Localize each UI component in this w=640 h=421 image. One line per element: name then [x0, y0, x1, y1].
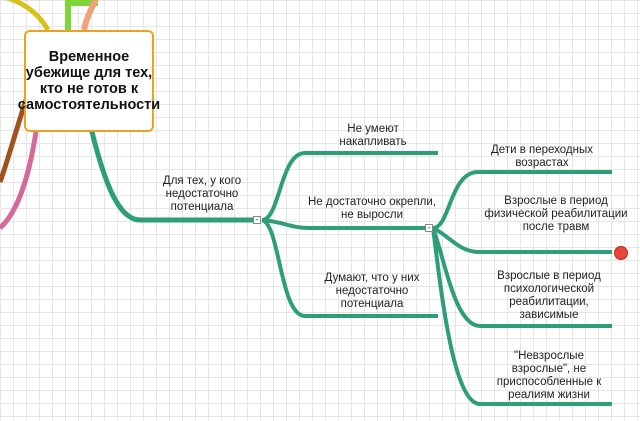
child-label-1[interactable]: Не умеют накапливать: [339, 123, 407, 148]
connector-sub-1: [432, 170, 612, 230]
connector-child-3: [260, 218, 438, 318]
connector-child-1: [261, 151, 438, 222]
collapse-toggle-sub-branch[interactable]: -: [425, 223, 433, 232]
branch-main: [89, 129, 261, 223]
connector-child-2: [261, 218, 425, 230]
red-marker-dot: [614, 246, 628, 260]
collapse-toggle-branch[interactable]: -: [253, 215, 261, 224]
connector-sub-2: [432, 226, 612, 254]
sub-label-1[interactable]: Дети в переходных возрастах: [491, 144, 593, 169]
sub-label-3[interactable]: Взрослые в период психологической реабил…: [497, 270, 601, 321]
connector-sub-3: [431, 227, 612, 328]
child-label-3[interactable]: Думают, что у них недостаточно потенциал…: [324, 272, 420, 310]
branch-yellow: [5, 0, 51, 32]
connector-sub-4: [431, 227, 612, 406]
sub-label-4[interactable]: "Невзрослые взрослые", не приспособленны…: [496, 350, 602, 401]
branch-brown: [0, 99, 29, 183]
branch-salmon: [81, 0, 99, 31]
sub-label-2[interactable]: Взрослые в период физической реабилитаци…: [484, 195, 628, 233]
child-label-2[interactable]: Не достаточно окрепли, не выросли: [307, 196, 437, 221]
root-topic-label: Временное убежище для тех, кто не готов …: [17, 49, 161, 113]
root-topic[interactable]: Временное убежище для тех, кто не готов …: [18, 30, 160, 132]
branch-pink: [0, 131, 39, 230]
branch-label[interactable]: Для тех, у кого недостаточно потенциала: [162, 175, 242, 213]
